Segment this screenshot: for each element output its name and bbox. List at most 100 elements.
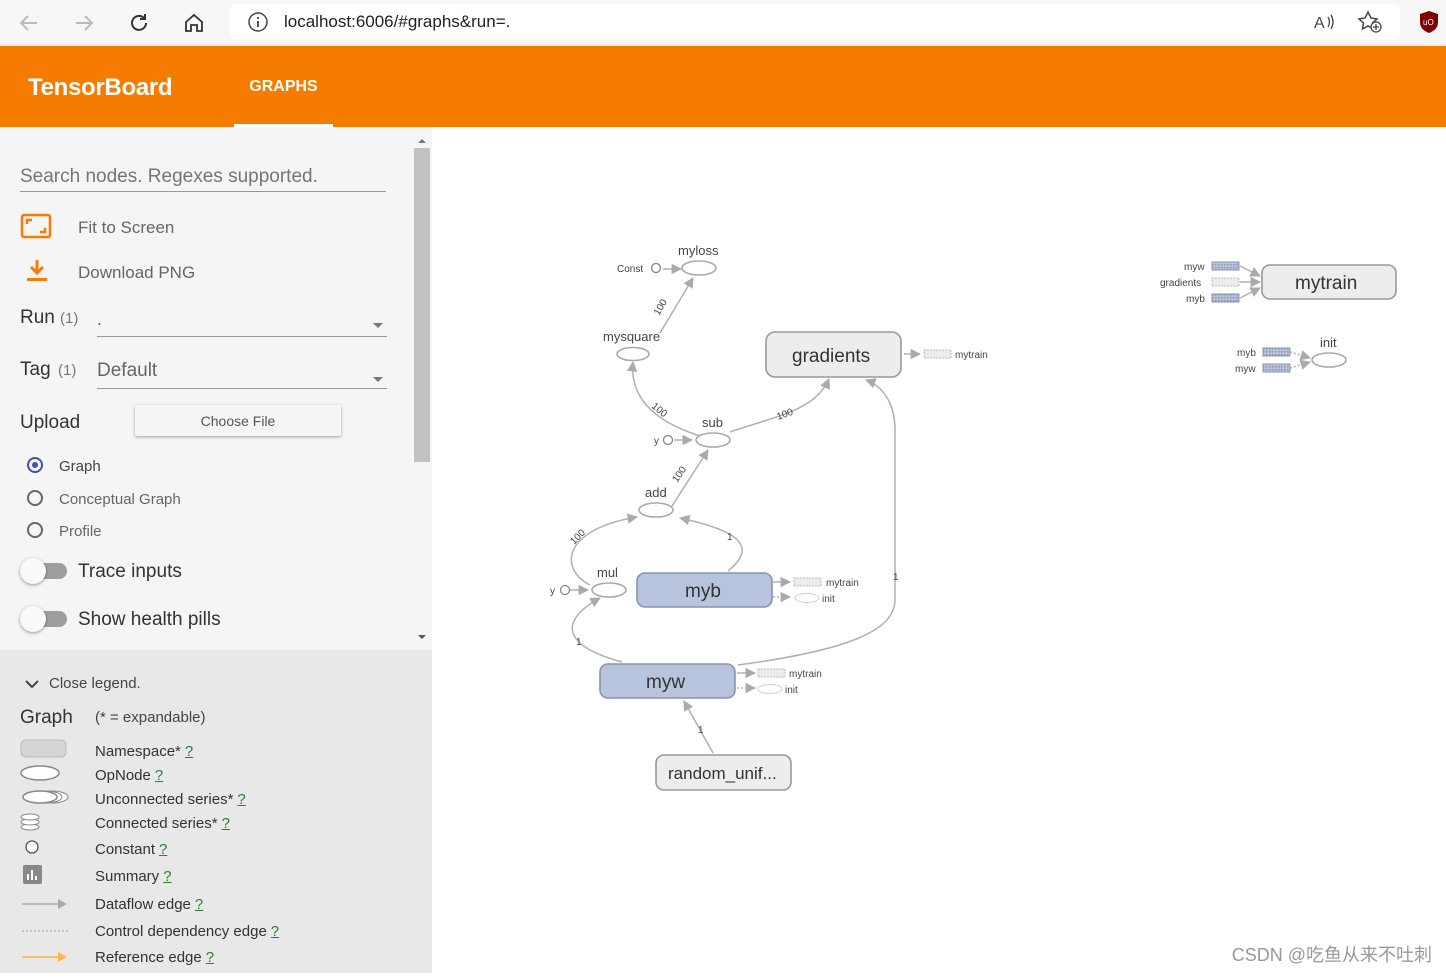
edge-label: 100 [568, 527, 588, 547]
mytrain-aux-node[interactable] [793, 577, 822, 587]
myb-aux-node[interactable] [1211, 293, 1240, 303]
namespace-icon [20, 739, 68, 764]
radio-graph[interactable] [27, 457, 43, 473]
fit-to-screen-button[interactable]: Fit to Screen [78, 218, 175, 237]
legend-item: Namespace*? [95, 743, 193, 760]
mytrain-aux-node[interactable] [757, 668, 786, 678]
init-aux-node[interactable] [757, 684, 783, 694]
run-select-value: . [97, 310, 102, 329]
help-link[interactable]: ? [205, 949, 215, 966]
read-aloud-icon[interactable]: A [1313, 11, 1337, 38]
legend-item: Unconnected series*? [95, 791, 246, 808]
sub-node[interactable] [695, 432, 731, 448]
myw-aux-node[interactable] [1262, 363, 1291, 373]
help-link[interactable]: ? [194, 896, 204, 913]
gradients-aux-node[interactable] [1211, 277, 1240, 287]
add-node[interactable] [638, 502, 674, 518]
legend-item-label: Summary [95, 868, 160, 885]
run-select[interactable]: . [97, 310, 387, 337]
unconnected-series-icon [20, 789, 70, 810]
help-link[interactable]: ? [270, 923, 280, 940]
download-icon[interactable] [24, 258, 50, 289]
random-uniform-node[interactable] [655, 754, 792, 791]
help-link[interactable]: ? [154, 767, 164, 784]
help-link[interactable]: ? [184, 743, 194, 760]
aux-myw-label: myw [1235, 364, 1256, 375]
help-link[interactable]: ? [159, 841, 168, 858]
forward-icon[interactable] [69, 8, 99, 38]
legend-item-label: Constant [95, 841, 156, 858]
myloss-node[interactable] [681, 260, 717, 276]
radio-profile[interactable] [27, 522, 43, 538]
myb-aux-node[interactable] [1262, 347, 1291, 357]
edge-label: 1 [893, 572, 899, 583]
gradients-node[interactable] [765, 331, 902, 378]
legend-item-label: Control dependency edge [95, 923, 267, 940]
edge-label: 100 [649, 401, 669, 420]
myw-node[interactable] [599, 663, 736, 699]
mul-label: mul [597, 565, 618, 580]
help-link[interactable]: ? [221, 815, 230, 832]
help-link[interactable]: ? [237, 791, 246, 808]
ublock-icon[interactable]: uO [1418, 10, 1440, 39]
graph-canvas[interactable]: 100 100 100 100 100 1 1 1 1 myloss Const… [432, 127, 1446, 973]
trace-inputs-knob[interactable] [20, 558, 46, 584]
aux-mytrain-label: mytrain [955, 350, 988, 361]
favorite-icon[interactable] [1357, 10, 1383, 39]
info-icon[interactable] [247, 11, 269, 38]
init-label: init [1320, 335, 1337, 350]
address-bar[interactable] [230, 4, 1400, 40]
legend-item: Dataflow edge? [95, 896, 203, 913]
home-icon[interactable] [179, 8, 209, 38]
trace-inputs-label: Trace inputs [78, 561, 182, 582]
radio-conceptual-graph[interactable] [27, 490, 43, 506]
sidebar-scrollbar[interactable] [413, 135, 431, 647]
close-legend-button[interactable]: Close legend. [49, 675, 141, 692]
tag-select[interactable]: Default [97, 360, 387, 389]
tab-graphs[interactable]: GRAPHS [249, 77, 318, 95]
aux-init-label: init [822, 594, 835, 605]
tab-active-indicator [234, 124, 333, 127]
connected-series-icon [20, 812, 42, 837]
mytrain-aux-node[interactable] [923, 349, 952, 359]
aux-init-label: init [785, 685, 798, 696]
reload-icon[interactable] [124, 8, 154, 38]
y-const-node[interactable] [662, 434, 674, 446]
download-png-button[interactable]: Download PNG [78, 263, 196, 282]
random-uniform-label: random_unif... [668, 764, 777, 783]
const-node[interactable] [650, 262, 662, 274]
mul-node[interactable] [591, 582, 627, 598]
mytrain-node[interactable] [1261, 264, 1397, 300]
legend-item-label: Reference edge [95, 949, 202, 966]
myb-label: myb [685, 581, 721, 602]
legend-item: Control dependency edge? [95, 923, 279, 940]
fit-to-screen-icon[interactable] [20, 213, 52, 244]
mysquare-node[interactable] [616, 346, 650, 362]
browser-toolbar: localhost:6006/#graphs&run=. A uO [0, 0, 1446, 47]
constant-icon [25, 840, 41, 861]
edge-label: 1 [727, 532, 733, 543]
y-const-node[interactable] [559, 584, 571, 596]
legend-subtitle: (* = expandable) [95, 709, 206, 726]
myw-label: myw [646, 672, 685, 693]
chevron-down-icon[interactable] [25, 677, 39, 695]
health-pills-knob[interactable] [20, 606, 46, 632]
run-label: Run [20, 307, 55, 328]
chevron-down-icon [373, 316, 383, 334]
legend-item-label: Dataflow edge [95, 896, 191, 913]
legend-item-label: OpNode [95, 767, 151, 784]
run-count: (1) [60, 310, 79, 327]
myw-aux-node[interactable] [1211, 261, 1240, 271]
opnode-icon [20, 765, 62, 786]
help-link[interactable]: ? [163, 868, 172, 885]
init-node[interactable] [1311, 352, 1347, 368]
tag-count: (1) [58, 362, 77, 379]
back-icon[interactable] [14, 8, 44, 38]
myloss-label: myloss [678, 243, 719, 258]
myb-node[interactable] [636, 572, 773, 608]
add-label: add [645, 485, 667, 500]
choose-file-button[interactable]: Choose File [135, 405, 341, 436]
url-text[interactable]: localhost:6006/#graphs&run=. [284, 12, 511, 31]
init-aux-node[interactable] [794, 593, 820, 603]
search-input[interactable] [20, 163, 386, 192]
